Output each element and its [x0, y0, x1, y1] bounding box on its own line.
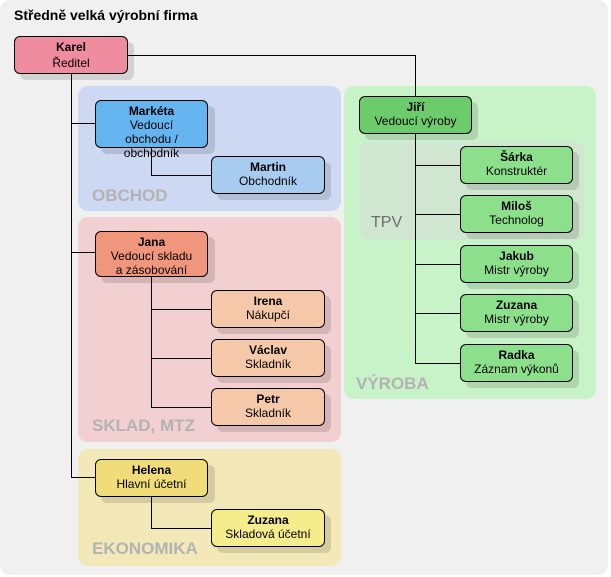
node-role: Obchodník — [238, 174, 298, 188]
node-martin[interactable]: Martin Obchodník — [211, 156, 325, 194]
node-sarka[interactable]: Šárka Konstruktér — [460, 146, 573, 184]
panel-label-vyroba: VÝROBA — [356, 374, 429, 393]
node-name: Jiří — [406, 100, 425, 114]
connector-jiri-trunk — [415, 133, 416, 364]
panel-label-ekonomika: EKONOMIKA — [92, 539, 198, 558]
node-role: Mistr výroby — [484, 312, 549, 326]
node-name: Václav — [248, 343, 288, 357]
node-role: Ředitel — [52, 56, 90, 70]
connector-radka — [415, 363, 460, 364]
node-zuzana-ekonomika[interactable]: Zuzana Skladová účetní — [211, 509, 325, 547]
node-marketa[interactable]: Markéta Vedoucí obchodu / obchodník — [95, 100, 208, 160]
connector-karel-jiri-down — [415, 55, 416, 96]
connector-helena-zuzana-v — [151, 496, 152, 528]
node-role: Skladník — [244, 406, 292, 420]
node-jana[interactable]: Jana Vedoucí skladu a zásobování — [95, 231, 208, 277]
connector-vaclav — [151, 358, 211, 359]
connector-helena — [71, 477, 95, 478]
node-role: Mistr výroby — [484, 263, 549, 277]
node-name: Jakub — [499, 249, 534, 263]
node-name: Zuzana — [247, 513, 289, 527]
node-zuzana-vyroba[interactable]: Zuzana Mistr výroby — [460, 294, 573, 332]
connector-marketa-martin-h — [151, 175, 211, 176]
node-name: Zuzana — [495, 298, 538, 312]
node-role: Skladová účetní — [225, 527, 311, 541]
node-name: Markéta — [128, 104, 175, 118]
node-role: Vedoucí skladu a zásobování — [110, 249, 193, 277]
node-irena[interactable]: Irena Nákupčí — [211, 290, 325, 328]
connector-jana — [71, 252, 95, 253]
connector-helena-zuzana-h — [151, 528, 211, 529]
panel-label-sklad: SKLAD, MTZ — [92, 416, 195, 435]
panel-label-tpv: TPV — [371, 214, 403, 231]
node-petr[interactable]: Petr Skladník — [211, 388, 325, 426]
node-name: Radka — [498, 348, 535, 362]
connector-petr — [151, 407, 211, 408]
connector-jakub — [415, 264, 460, 265]
connector-marketa — [71, 123, 95, 124]
node-role: Konstruktér — [485, 164, 548, 178]
node-jakub[interactable]: Jakub Mistr výroby — [460, 245, 573, 283]
connector-milos — [415, 214, 460, 215]
connector-marketa-martin-v — [151, 148, 152, 175]
node-helena[interactable]: Helena Hlavní účetní — [95, 459, 208, 497]
node-name: Martin — [250, 160, 286, 174]
panel-label-obchod: OBCHOD — [92, 186, 168, 205]
node-name: Helena — [131, 463, 172, 477]
node-role: Vedoucí obchodu / obchodník — [123, 118, 180, 160]
node-name: Šárka — [500, 150, 533, 164]
node-jiri[interactable]: Jiří Vedoucí výroby — [359, 96, 472, 134]
node-karel[interactable]: Karel Ředitel — [14, 36, 128, 74]
node-name: Karel — [55, 40, 87, 54]
node-name: Jana — [137, 235, 166, 249]
node-vaclav[interactable]: Václav Skladník — [211, 339, 325, 377]
connector-sarka — [415, 165, 460, 166]
node-role: Záznam výkonů — [474, 362, 559, 376]
connector-jana-trunk — [151, 277, 152, 407]
node-name: Irena — [253, 294, 283, 308]
node-radka[interactable]: Radka Záznam výkonů — [460, 344, 573, 382]
connector-trunk-left — [71, 73, 72, 478]
connector-zuzana-vyroba — [415, 313, 460, 314]
node-name: Miloš — [501, 199, 532, 213]
node-role: Vedoucí výroby — [374, 114, 457, 128]
connector-karel-jiri — [128, 55, 416, 56]
node-milos[interactable]: Miloš Technolog — [460, 195, 573, 233]
node-role: Nákupčí — [245, 308, 291, 322]
node-name: Petr — [256, 392, 280, 406]
chart-title: Středně velká výrobní firma — [14, 7, 198, 23]
connector-irena — [151, 309, 211, 310]
node-role: Technolog — [489, 213, 544, 227]
node-role: Skladník — [244, 357, 292, 371]
node-role: Hlavní účetní — [116, 477, 187, 491]
